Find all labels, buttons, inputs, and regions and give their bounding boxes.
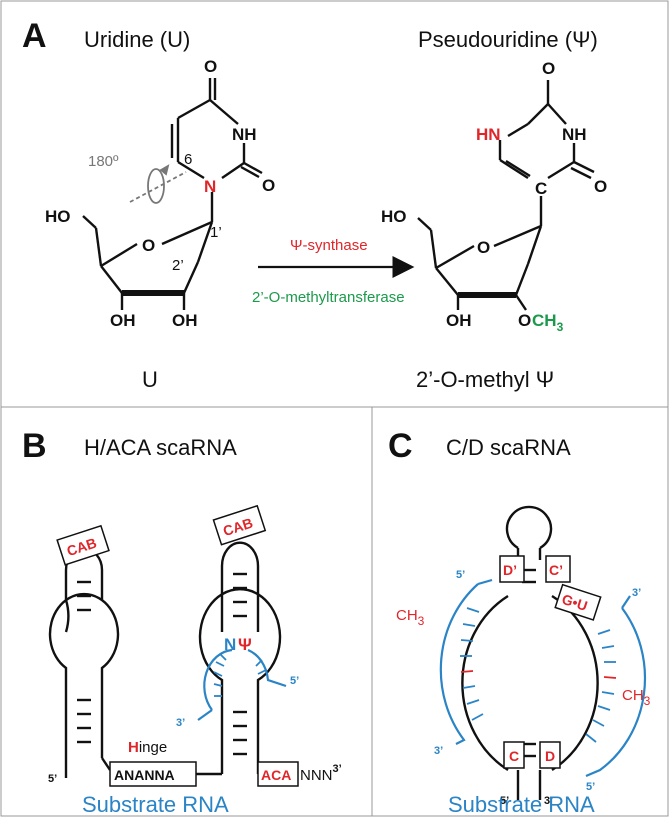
hinge-label: Hinge (128, 739, 167, 756)
ananna-label: ANANNA (114, 767, 175, 783)
d-prime-label: D’ (503, 562, 517, 578)
c-prime-label: C’ (549, 562, 563, 578)
psi-synthase-label: Ψ-synthase (290, 237, 368, 254)
uridine-1p-label: 1’ (210, 224, 222, 241)
rotation-arrow-icon (129, 164, 187, 204)
uridine-title: Uridine (U) (84, 27, 190, 52)
cd-substrate-pairs (460, 607, 617, 743)
pseudouridine-3p-oh: OH (446, 311, 472, 330)
cd-left-5p: 5’ (456, 569, 465, 581)
panel-a-frame (0, 0, 669, 408)
cd-ch3-left: CH3 (396, 607, 425, 628)
c-box (503, 741, 525, 769)
uridine-2p-label: 2’ (172, 257, 184, 274)
pseudouridine-2p-o: O (518, 311, 531, 330)
uridine-o4: O (204, 57, 217, 76)
pseudouridine-5p-ho: HO (381, 207, 407, 226)
nnn-tail: NNN3’ (300, 763, 342, 784)
haca-substrate-rna (197, 648, 287, 721)
rotation-label: 180º (88, 153, 119, 170)
pseudouridine-o2: O (542, 59, 555, 78)
substrate-5p-label: 5’ (290, 675, 299, 687)
panel-c-letter: C (388, 427, 413, 465)
cd-stem-pairs (522, 568, 536, 758)
cd-left-3p: 3’ (434, 745, 443, 757)
uridine-ribose (82, 215, 214, 310)
d-box-label: D (545, 748, 555, 764)
panel-b-letter: B (22, 427, 47, 465)
haca-right-basepairs (233, 572, 247, 756)
cd-rna-structure (461, 505, 599, 800)
pseudouridine-n3h: NH (562, 125, 587, 144)
cd-substrate-caption: Substrate RNA (448, 792, 595, 817)
cd-substrate-rna (439, 578, 647, 778)
d-prime-box (499, 555, 525, 583)
cd-right-5p: 5’ (586, 781, 595, 793)
haca-title: H/ACA scaRNA (84, 435, 237, 460)
substrate-3p-label: 3’ (176, 717, 185, 729)
pseudouridine-ring-oxygen: O (477, 238, 490, 257)
haca-left-basepairs (77, 580, 91, 744)
cd-ch3-right: CH3 (622, 687, 651, 708)
uridine-ring-oxygen: O (142, 236, 155, 255)
panel-c-frame (371, 406, 669, 817)
pseudouridine-title: Pseudouridine (Ψ) (418, 27, 598, 52)
d-box (539, 741, 561, 769)
haca-substrate-caption: Substrate RNA (82, 792, 229, 817)
haca-right-hairpin (198, 541, 282, 774)
pseudouridine-base-ring (498, 80, 595, 226)
cd-stem-5p: 5’ (500, 795, 509, 807)
pseudouridine-ribose (417, 217, 543, 311)
uridine-o2: O (262, 176, 275, 195)
uridine-5p-ho: HO (45, 207, 71, 226)
gu-box: G•U (554, 583, 602, 621)
pseudouridine-n1h: HN (476, 125, 501, 144)
aca-label: ACA (261, 767, 291, 783)
haca-pocket-pairs (213, 653, 267, 697)
haca-cab-box-1: CAB (56, 524, 110, 566)
cd-title: C/D scaRNA (446, 435, 571, 460)
pseudouridine-o4: O (594, 177, 607, 196)
uridine-n1: N (204, 177, 216, 196)
cd-stem-3p: 3’ (544, 795, 553, 807)
uridine-2p-oh: OH (172, 311, 198, 330)
pocket-n: N (224, 635, 236, 654)
c-prime-box (545, 555, 571, 583)
aca-box (257, 761, 299, 787)
gu-label: G•U (560, 591, 590, 614)
c-box-label: C (509, 748, 519, 764)
haca-5p-label: 5’ (48, 773, 57, 785)
uridine-c6-label: 6 (184, 151, 192, 168)
methyltransferase-label: 2’-O-methyltransferase (252, 289, 405, 306)
panel-a-letter: A (22, 17, 47, 55)
uridine-n3h: NH (232, 125, 257, 144)
uridine-caption: U (142, 367, 158, 392)
methyl-psi-caption: 2’-O-methyl Ψ (416, 367, 554, 392)
cd-right-3p: 3’ (632, 587, 641, 599)
pocket-psi: Ψ (238, 635, 252, 654)
pseudouridine-methyl: CH3 (532, 311, 564, 334)
haca-left-hairpin (48, 547, 120, 758)
uridine-base-ring (170, 78, 263, 222)
haca-cab-box-2: CAB (212, 504, 267, 546)
haca-hinge-line (101, 757, 111, 771)
pseudouridine-c5: C (535, 179, 547, 198)
uridine-3p-oh: OH (110, 311, 136, 330)
